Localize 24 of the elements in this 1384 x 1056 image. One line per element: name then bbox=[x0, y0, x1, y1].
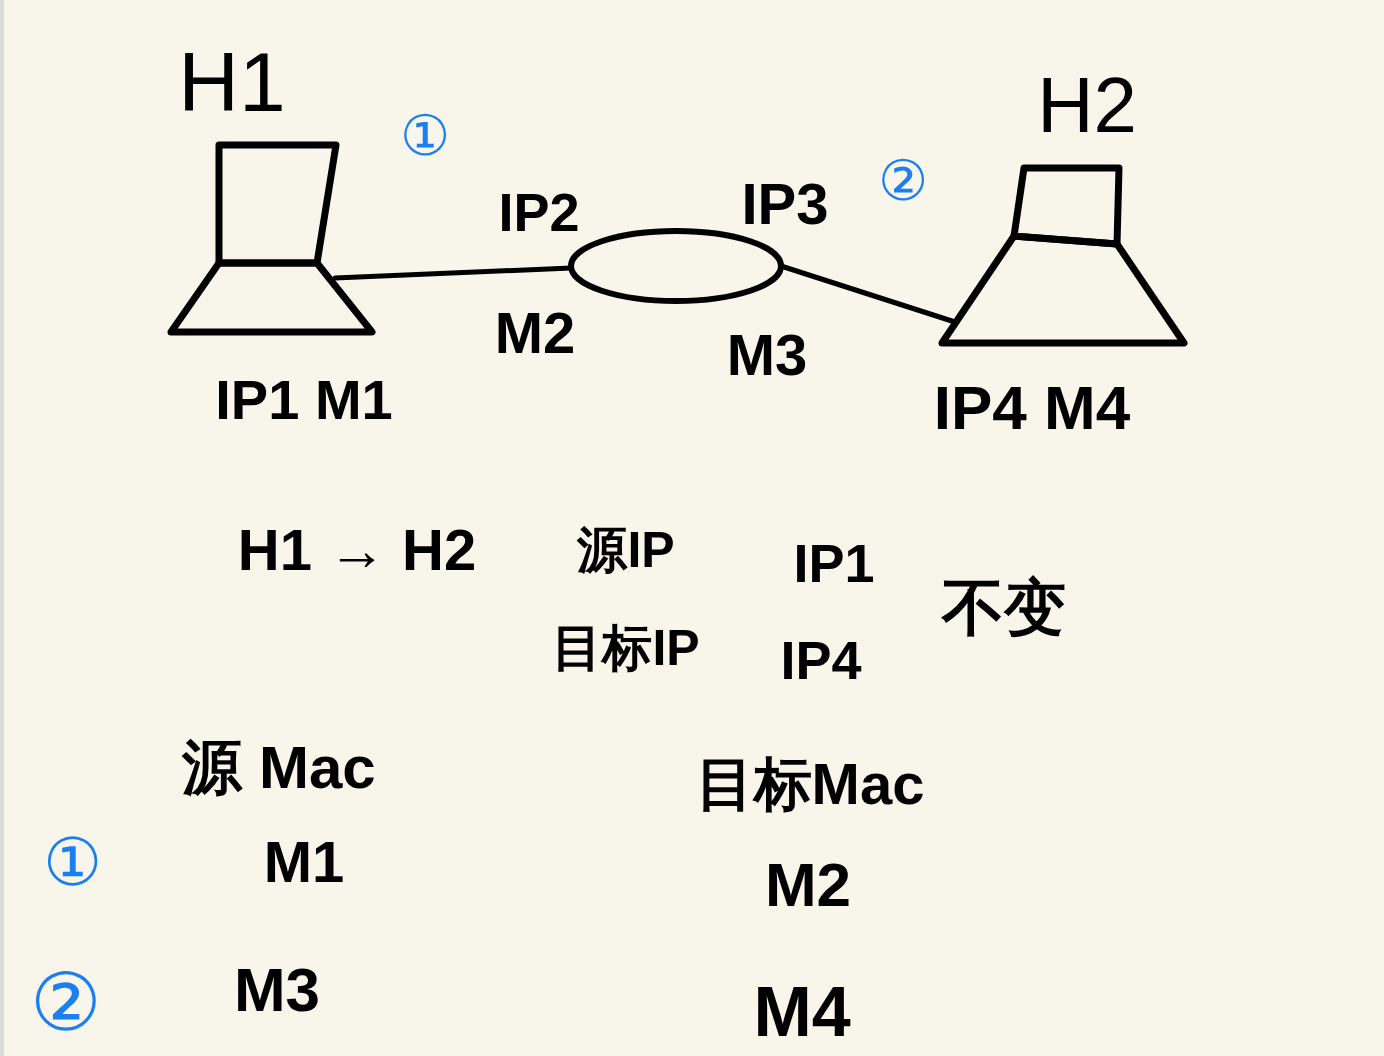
address-label: IP3 bbox=[741, 175, 829, 233]
table-cell: IP1 bbox=[793, 536, 875, 590]
host-label: H1 bbox=[178, 40, 286, 124]
circled-number: ② bbox=[878, 153, 928, 209]
circled-number: ① bbox=[400, 108, 450, 164]
column-header: 源 Mac bbox=[182, 738, 376, 798]
row-header: 目标IP bbox=[552, 623, 700, 673]
address-label: IP2 bbox=[498, 185, 580, 239]
address-label: IP1 M1 bbox=[215, 372, 393, 428]
row-header: 源IP bbox=[577, 525, 675, 575]
table-cell: M1 bbox=[263, 833, 345, 891]
table-cell: M3 bbox=[233, 959, 321, 1021]
flow-text: H1 → H2 bbox=[237, 521, 477, 579]
host-label: H2 bbox=[1037, 66, 1137, 144]
table-cell: M2 bbox=[764, 854, 852, 916]
table-cell: IP4 bbox=[780, 633, 862, 687]
circled-number: ① bbox=[42, 829, 102, 895]
note-text: 不变 bbox=[942, 577, 1066, 639]
circled-number: ② bbox=[30, 963, 102, 1043]
table-cell: M4 bbox=[753, 977, 851, 1047]
address-label: M3 bbox=[726, 326, 808, 384]
column-header: 目标Mac bbox=[695, 755, 925, 813]
address-label: IP4 M4 bbox=[933, 377, 1131, 439]
address-label: M2 bbox=[494, 304, 576, 362]
